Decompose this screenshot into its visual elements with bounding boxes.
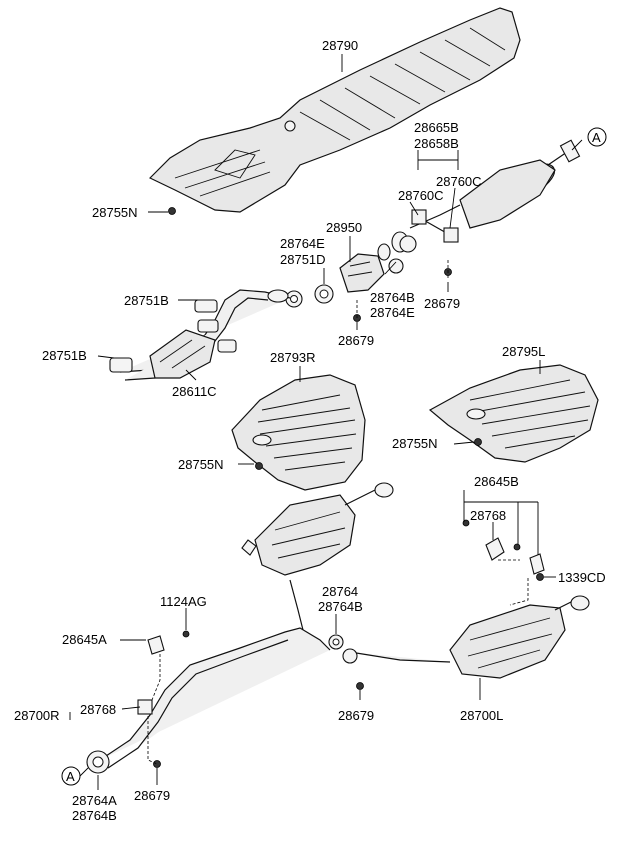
gasket-28764E	[285, 235, 417, 308]
heat-shield-28793R	[231, 374, 366, 491]
label-1339CD: 1339CD	[558, 570, 606, 585]
leader-lines	[69, 54, 583, 790]
label-28768-b: 28768	[80, 702, 116, 717]
label-28950: 28950	[326, 220, 362, 235]
label-28665B: 28665B	[414, 120, 459, 135]
label-28645A: 28645A	[62, 632, 107, 647]
label-28764E-b: 28764E	[370, 305, 415, 320]
label-28793R: 28793R	[270, 350, 316, 365]
label-28679-c: 28679	[338, 708, 374, 723]
label-28764A: 28764A	[72, 793, 117, 808]
rear-muffler-left	[241, 482, 394, 631]
label-28795L: 28795L	[502, 344, 545, 359]
label-28768-a: 28768	[470, 508, 506, 523]
hanger-28645B	[485, 537, 545, 575]
dashed-guides	[147, 260, 529, 765]
label-28760C-b: 28760C	[398, 188, 444, 203]
heat-shield-28790	[148, 7, 521, 213]
label-28700R: 28700R	[14, 708, 60, 723]
label-28611C: 28611C	[172, 384, 217, 399]
label-28679-a: 28679	[424, 296, 460, 311]
gasket-28764	[328, 634, 358, 664]
label-28764E-a: 28764E	[280, 236, 325, 251]
svg-text:A: A	[592, 130, 601, 145]
rear-muffler-28700L	[349, 595, 590, 679]
label-28751B-b: 28751B	[42, 348, 87, 363]
heat-shield-28795L	[428, 364, 599, 463]
main-pipe-28700R	[86, 627, 331, 774]
label-28755N-top: 28755N	[92, 205, 138, 220]
reference-marker-a-top: A	[587, 127, 607, 147]
svg-text:A: A	[66, 769, 75, 784]
part-labels: 28790 28755N 28665B 28658B 28760C 28760C…	[14, 38, 606, 823]
exhaust-manifold-28611C	[109, 289, 291, 381]
label-28764B-c: 28764B	[72, 808, 117, 823]
label-28755N-right: 28755N	[392, 436, 438, 451]
label-28645B: 28645B	[474, 474, 519, 489]
label-28751D: 28751D	[280, 252, 326, 267]
label-28764B-a: 28764B	[370, 290, 415, 305]
label-28658B: 28658B	[414, 136, 459, 151]
reference-marker-a-bottom: A	[61, 766, 81, 786]
hanger-28645A	[147, 635, 165, 655]
label-28751B-a: 28751B	[124, 293, 169, 308]
label-1124AG: 1124AG	[160, 594, 207, 609]
label-28755N-mid: 28755N	[178, 457, 224, 472]
label-28760C-a: 28760C	[436, 174, 482, 189]
center-muffler-28650	[409, 139, 581, 243]
label-28700L: 28700L	[460, 708, 503, 723]
label-28764: 28764	[322, 584, 358, 599]
label-28764B-b: 28764B	[318, 599, 363, 614]
label-28679-d: 28679	[134, 788, 170, 803]
label-28790: 28790	[322, 38, 358, 53]
label-28679-b: 28679	[338, 333, 374, 348]
